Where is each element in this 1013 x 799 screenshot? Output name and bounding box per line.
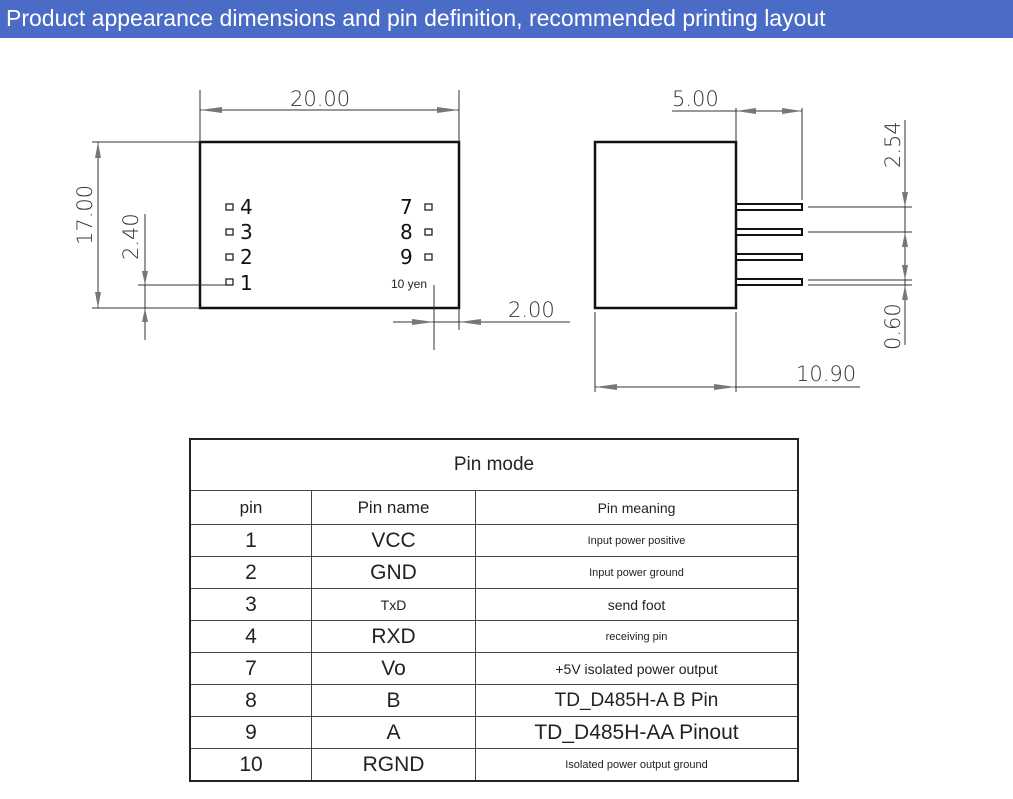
column-header-pin: pin bbox=[189, 490, 312, 525]
pin-label-7: 7 bbox=[400, 195, 413, 219]
height-dimension: 17.00 bbox=[73, 185, 97, 245]
pin-name: VCC bbox=[311, 524, 476, 557]
pin-label-8: 8 bbox=[400, 220, 413, 244]
pin-number: 3 bbox=[189, 588, 312, 621]
pin-name: RGND bbox=[311, 748, 476, 782]
pin-number: 2 bbox=[189, 556, 312, 589]
pin-meaning: Isolated power output ground bbox=[475, 748, 799, 782]
pin-offset-dimension: 2.40 bbox=[119, 213, 143, 260]
pin-meaning: Input power ground bbox=[475, 556, 799, 589]
edge-dimension: 2.00 bbox=[508, 298, 555, 322]
pin-number: 1 bbox=[189, 524, 312, 557]
column-header-pin-name: Pin name bbox=[311, 490, 476, 525]
column-header-pin-meaning: Pin meaning bbox=[475, 490, 799, 525]
pin-length-dimension: 5.00 bbox=[672, 87, 719, 111]
pin-meaning: +5V isolated power output bbox=[475, 652, 799, 685]
pin-label-1: 1 bbox=[240, 271, 253, 295]
pin-number: 8 bbox=[189, 684, 312, 717]
width-dimension: 20.00 bbox=[290, 87, 350, 111]
pin-label-9: 9 bbox=[400, 245, 413, 269]
pin-label-10: 10 yen bbox=[391, 277, 427, 291]
pin-name: B bbox=[311, 684, 476, 717]
pin-pads bbox=[225, 203, 433, 286]
pin-name: TxD bbox=[311, 588, 476, 621]
pin-label-2: 2 bbox=[240, 245, 253, 269]
page-title-banner: Product appearance dimensions and pin de… bbox=[0, 0, 1013, 38]
pin-name: RXD bbox=[311, 620, 476, 653]
module-side-outline bbox=[593, 140, 738, 310]
dimension-drawing: 20.00 17.00 2.40 2.00 4 3 2 1 7 8 9 10 y… bbox=[73, 87, 912, 392]
pin-number: 4 bbox=[189, 620, 312, 653]
pitch-dimension: 2.54 bbox=[881, 121, 905, 168]
page-title: Product appearance dimensions and pin de… bbox=[6, 5, 826, 31]
pin-name: Vo bbox=[311, 652, 476, 685]
table-title: Pin mode bbox=[189, 438, 799, 491]
pin-number: 7 bbox=[189, 652, 312, 685]
pin-number: 9 bbox=[189, 716, 312, 749]
pin-meaning: TD_D485H-A B Pin bbox=[475, 684, 799, 717]
module-front-outline bbox=[198, 140, 461, 310]
pin-meaning: Input power positive bbox=[475, 524, 799, 557]
pin-meaning: send foot bbox=[475, 588, 799, 621]
pin-meaning: TD_D485H-AA Pinout bbox=[475, 716, 799, 749]
pin-meaning: receiving pin bbox=[475, 620, 799, 653]
pin-name: GND bbox=[311, 556, 476, 589]
pin-label-4: 4 bbox=[240, 195, 253, 219]
dimension-arrows bbox=[95, 107, 908, 390]
pin-width-dimension: 0.60 bbox=[881, 303, 905, 350]
pin-name: A bbox=[311, 716, 476, 749]
side-pins bbox=[735, 203, 803, 286]
depth-dimension: 10.90 bbox=[796, 362, 856, 386]
pin-number: 10 bbox=[189, 748, 312, 782]
pin-label-3: 3 bbox=[240, 220, 253, 244]
